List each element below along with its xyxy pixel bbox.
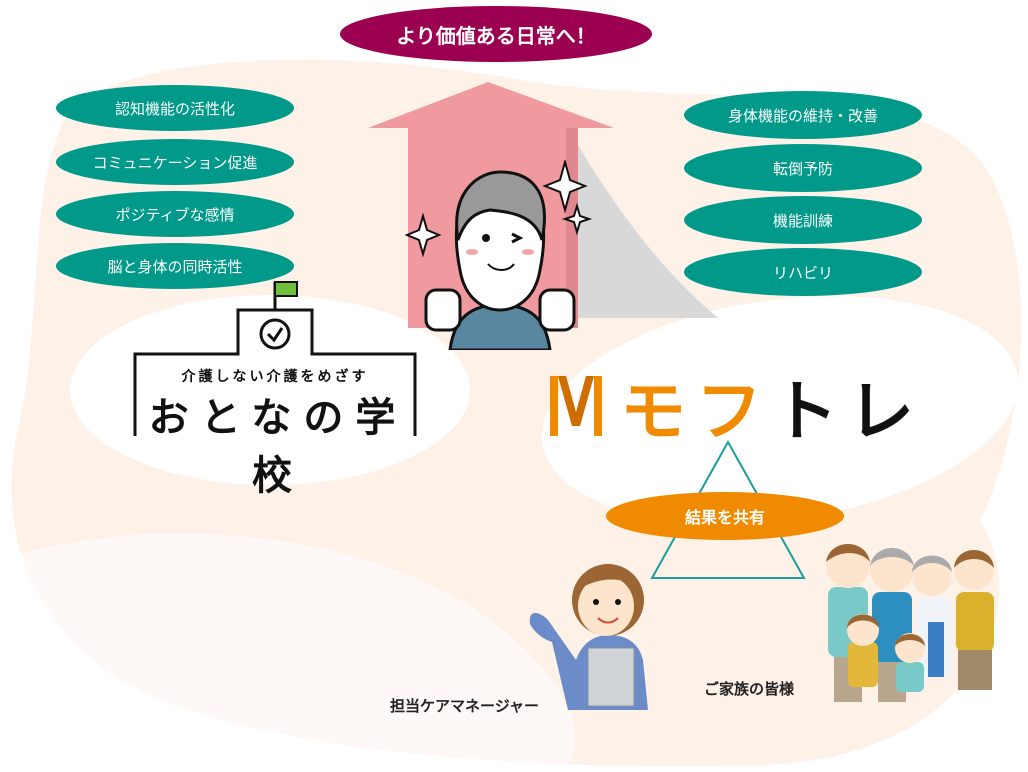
left-benefit-text: 脳と身体の同時活性 [107, 257, 243, 276]
right-benefit-pill: リハビリ [684, 248, 922, 296]
right-benefit-text: リハビリ [772, 263, 833, 282]
mofutore-orange-text: モフ [620, 373, 772, 450]
share-results-text: 結果を共有 [684, 508, 765, 527]
share-results-pill: 結果を共有 [606, 492, 844, 540]
left-benefit-pill: ポジティブな感情 [56, 191, 294, 237]
school-building-icon [133, 281, 417, 436]
right-benefit-pill: 機能訓練 [684, 196, 922, 244]
left-benefit-pill: コミュニケーション促進 [56, 139, 294, 185]
left-benefit-text: 認知機能の活性化 [114, 99, 235, 118]
left-benefit-text: コミュニケーション促進 [92, 153, 258, 172]
mofutore-m-icon [550, 376, 602, 436]
right-benefit-pill: 転倒予防 [684, 144, 922, 192]
left-benefit-pill: 認知機能の活性化 [56, 85, 294, 131]
family-label: ご家族の皆様 [704, 680, 795, 698]
right-benefit-text: 身体機能の維持・改善 [727, 106, 878, 125]
right-benefit-text: 機能訓練 [772, 211, 833, 230]
elderly-person-icon [424, 170, 576, 350]
headline-pill: より価値ある日常へ！ [340, 6, 652, 62]
care-manager-icon [529, 564, 648, 710]
mofutore-black-text: トレ [772, 373, 924, 450]
headline-text: より価値ある日常へ！ [396, 23, 596, 48]
school-logo-title: おとなの学校 [148, 395, 408, 499]
school-logo-subtitle: 介護しない介護をめざす [181, 369, 369, 385]
left-benefit-pill: 脳と身体の同時活性 [56, 243, 294, 289]
care-manager-label: 担当ケアマネージャー [390, 697, 539, 715]
right-benefit-text: 転倒予防 [772, 159, 833, 178]
mofutore-logo: モフトレ [620, 358, 924, 454]
family-icon [826, 544, 994, 702]
right-benefit-pill: 身体機能の維持・改善 [684, 91, 922, 139]
sparkle-icon [405, 160, 593, 258]
left-benefit-text: ポジティブな感情 [115, 205, 235, 224]
